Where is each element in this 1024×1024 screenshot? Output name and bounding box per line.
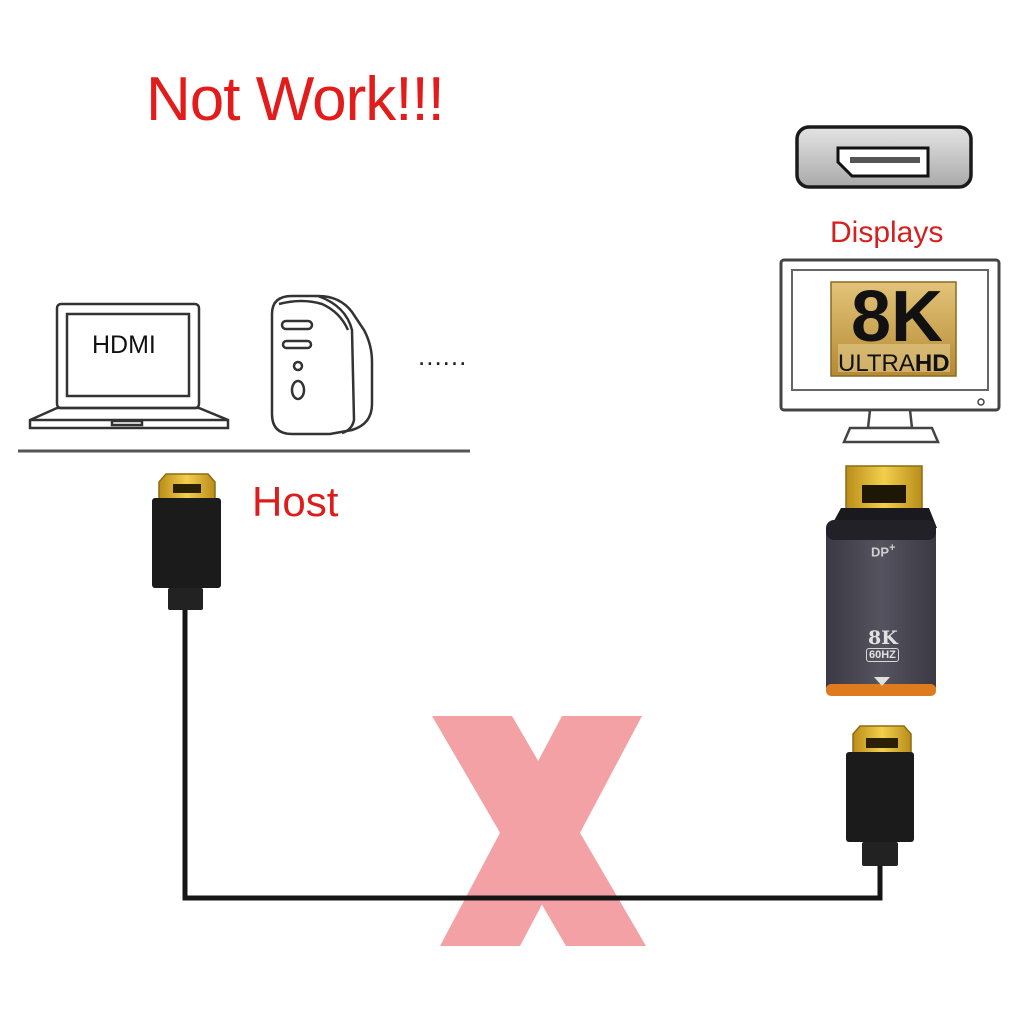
hdmi-plug-icon	[152, 473, 221, 610]
desktop-tower-icon	[270, 294, 374, 436]
badge-sub-text: ULTRAHD	[838, 350, 950, 378]
badge-sub-light: ULTRA	[838, 350, 915, 377]
more-devices-ellipsis: ......	[418, 341, 468, 371]
cross-mark-icon	[432, 716, 646, 946]
adapter-brand-sup: +	[889, 542, 896, 554]
hdmi-plug-icon	[846, 725, 914, 866]
8k-ultrahd-badge	[830, 281, 957, 377]
laptop-screen-text: HDMI	[92, 331, 156, 359]
hdmi-cable	[182, 610, 883, 901]
host-label: Host	[252, 478, 339, 525]
displayport-plug-icon	[830, 465, 937, 528]
adapter-brand-mark: DP	[871, 544, 890, 560]
laptop-icon	[28, 302, 230, 430]
adapter-refresh-rate: 60HZ	[866, 648, 899, 662]
displays-label: Displays	[830, 216, 944, 249]
badge-main-text: 8K	[851, 277, 944, 357]
adapter-brand: DP+	[871, 542, 895, 559]
page-title: Not Work!!!	[146, 65, 445, 134]
displayport-socket-icon	[795, 125, 973, 189]
badge-sub-bold: HD	[914, 350, 950, 377]
adapter-body	[826, 520, 936, 696]
adapter-resolution: 8K	[868, 627, 898, 649]
